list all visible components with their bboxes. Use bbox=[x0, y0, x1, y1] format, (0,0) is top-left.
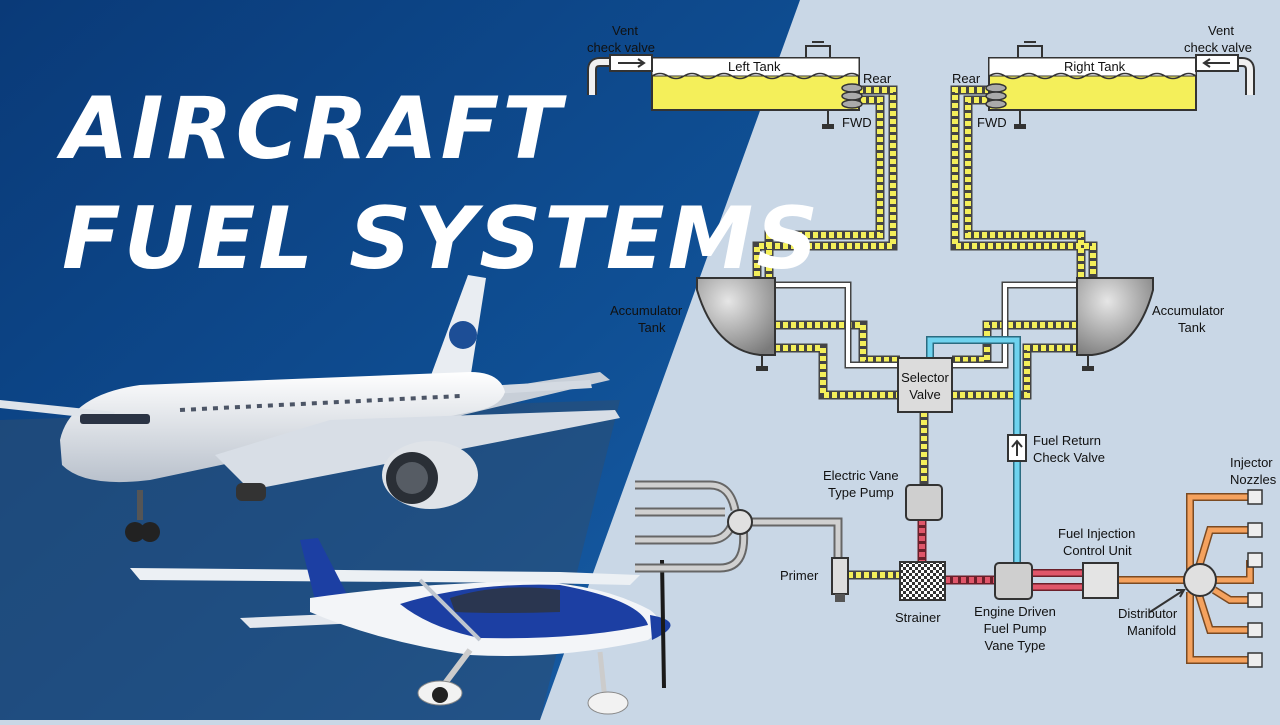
right-accumulator-tank bbox=[1077, 278, 1153, 371]
electric-vane-pump bbox=[906, 485, 942, 520]
strainer-label: Strainer bbox=[895, 610, 941, 625]
fuel-return-label-2: Check Valve bbox=[1033, 450, 1105, 465]
fuel-injection-label-1: Fuel Injection bbox=[1058, 526, 1135, 541]
distributor-label-2: Manifold bbox=[1127, 623, 1176, 638]
selector-valve-label-2: Valve bbox=[909, 387, 941, 402]
left-accumulator-tank bbox=[697, 278, 775, 371]
fuel-return-check-valve bbox=[1008, 435, 1026, 461]
fuel-injection-label-2: Control Unit bbox=[1063, 543, 1132, 558]
engine-pump-label-1: Engine Driven bbox=[974, 604, 1056, 619]
right-tank bbox=[986, 42, 1196, 129]
left-accumulator-label-2: Tank bbox=[638, 320, 666, 335]
left-accumulator-label-1: Accumulator bbox=[610, 303, 683, 318]
tail-logo-icon bbox=[449, 321, 477, 349]
engine-driven-pump bbox=[995, 563, 1032, 599]
engine-pump-label-3: Vane Type bbox=[985, 638, 1046, 653]
injector-label-1: Injector bbox=[1230, 455, 1273, 470]
distributor-label-1: Distributor bbox=[1118, 606, 1178, 621]
selector-valve-label-1: Selector bbox=[901, 370, 949, 385]
distributor-manifold bbox=[1184, 564, 1216, 596]
title-line-1: AIRCRAFT bbox=[62, 86, 564, 172]
electric-pump-label-1: Electric Vane bbox=[823, 468, 899, 483]
fuel-return-label-1: Fuel Return bbox=[1033, 433, 1101, 448]
right-vent-check-valve bbox=[1196, 55, 1250, 95]
left-tank-label: Left Tank bbox=[728, 59, 781, 74]
right-vent-label-1: Vent bbox=[1208, 23, 1234, 38]
engine-pump-label-2: Fuel Pump bbox=[984, 621, 1047, 636]
right-accumulator-label-2: Tank bbox=[1178, 320, 1206, 335]
left-vent-label-1: Vent bbox=[612, 23, 638, 38]
right-tank-label: Right Tank bbox=[1064, 59, 1126, 74]
left-fwd-label: FWD bbox=[842, 115, 872, 130]
primer-label: Primer bbox=[780, 568, 819, 583]
right-fwd-label: FWD bbox=[977, 115, 1007, 130]
strainer bbox=[900, 562, 945, 600]
injector-label-2: Nozzles bbox=[1230, 472, 1277, 487]
left-rear-label: Rear bbox=[863, 71, 892, 86]
right-rear-label: Rear bbox=[952, 71, 981, 86]
title-line-2: FUEL SYSTEMS bbox=[62, 196, 821, 282]
fuel-injection-control-unit bbox=[1083, 563, 1118, 598]
left-vent-label-2: check valve bbox=[587, 40, 655, 55]
right-vent-label-2: check valve bbox=[1184, 40, 1252, 55]
right-accumulator-label-1: Accumulator bbox=[1152, 303, 1225, 318]
electric-pump-label-2: Type Pump bbox=[828, 485, 894, 500]
selector-valve bbox=[898, 358, 952, 412]
